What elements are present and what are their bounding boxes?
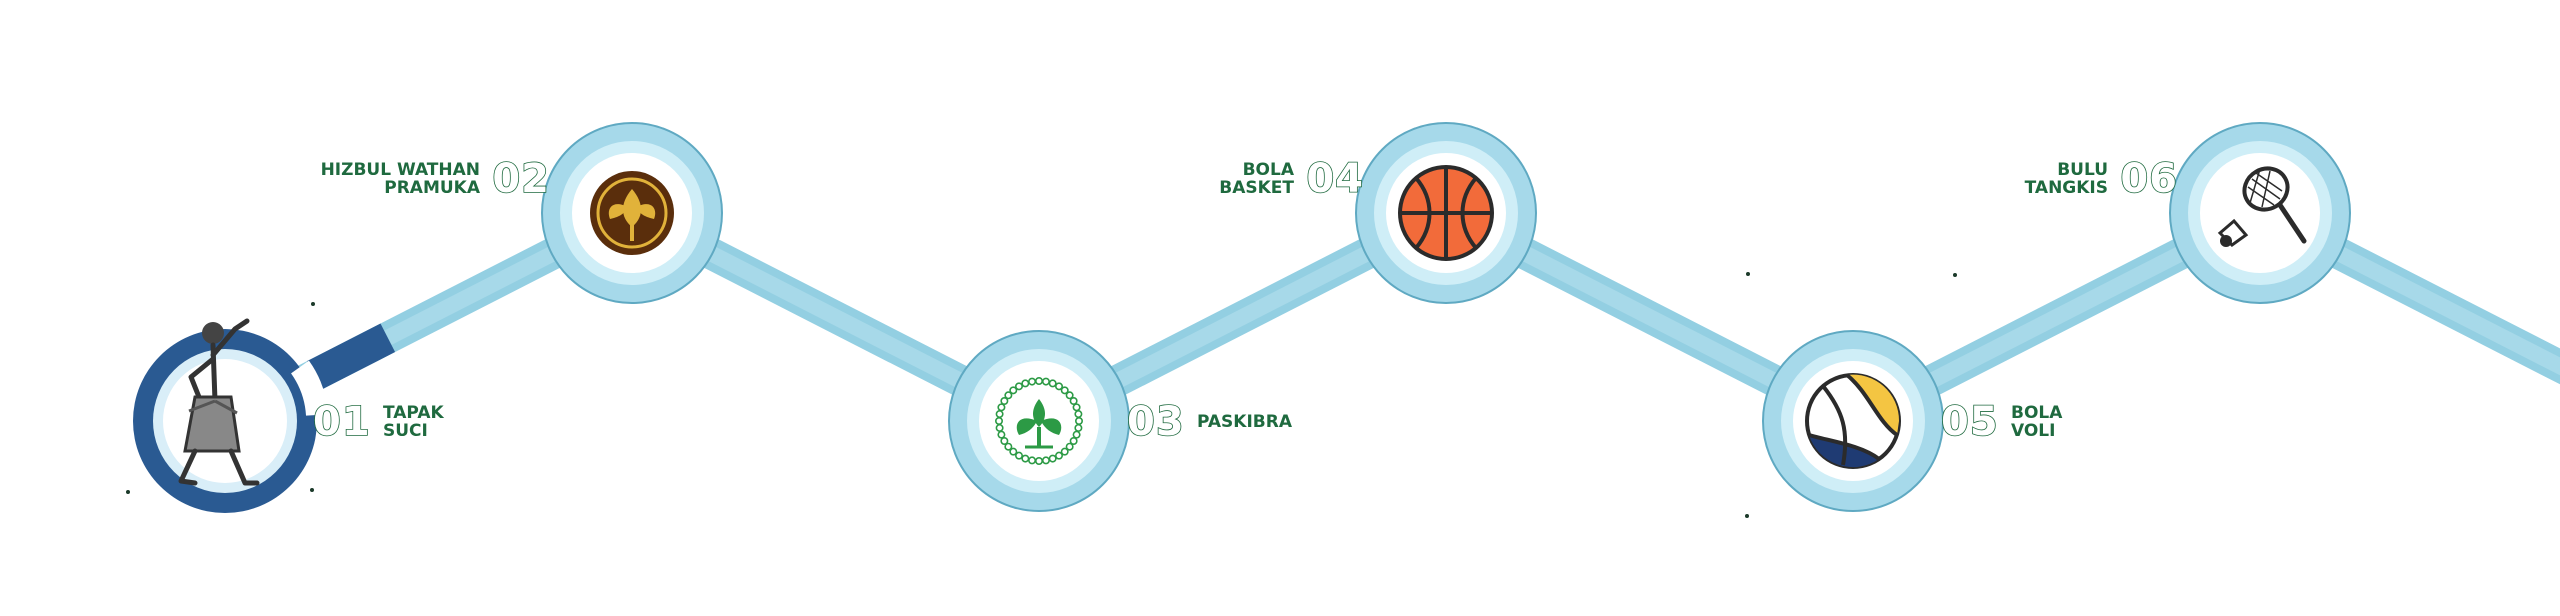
step-node-03 [948,330,1130,512]
badminton-icon [2217,166,2307,247]
step-label-line: HIZBUL WATHAN [321,160,480,180]
step-number: 05 [1941,399,1999,445]
decorative-dot [311,302,315,306]
step-label-line: BOLA [2011,403,2063,423]
decorative-dot [310,488,314,492]
decorative-dot [1745,514,1749,518]
decorative-dot [1953,273,1957,277]
step-node-06 [2169,122,2351,304]
decorative-dot [1746,272,1750,276]
decorative-dot [126,490,130,494]
step-label-line: VOLI [2011,421,2055,441]
step-label-03: 03 PASKIBRA [1126,398,1293,446]
timeline-nodes: PALANG MERAH REMAJAINDONESIA [133,122,2351,513]
decorative-dots [126,272,1957,518]
step-node-05 [1762,330,1944,512]
connector-accent [307,323,396,390]
step-number: 02 [492,156,550,202]
step-label-line: TAPAK [383,403,444,423]
pramuka-emblem-icon [590,171,674,255]
step-number: 04 [1306,156,1364,202]
volleyball-icon [1805,373,1901,469]
step-number: 01 [313,399,371,445]
step-label-line: BULU [2057,160,2108,180]
step-label-line: PASKIBRA [1197,412,1293,432]
step-label-line: BASKET [1219,178,1294,198]
step-label-line: BOLA [1243,160,1295,180]
step-number: 03 [1127,399,1185,445]
step-label-line: SUCI [383,421,428,441]
step-label-line: TANGKIS [2025,178,2108,198]
step-node-04 [1355,122,1537,304]
step-node-02 [541,122,723,304]
step-number: 06 [2120,156,2178,202]
step-node-01 [133,318,317,513]
silat-fighter-icon [178,318,260,486]
step-label-line: PRAMUKA [384,178,481,198]
basketball-icon [1398,165,1494,261]
paskibra-emblem-icon [993,375,1085,467]
